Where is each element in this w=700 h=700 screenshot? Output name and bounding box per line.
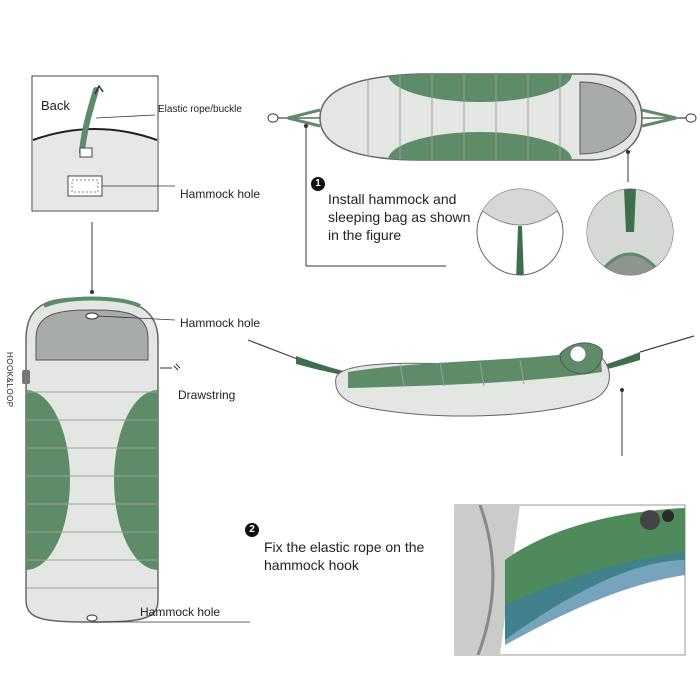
- step-1-line-2: sleeping bag as shown: [328, 209, 471, 225]
- drawstring-label: Drawstring: [178, 388, 236, 402]
- hammock-hole-foot: [86, 614, 98, 622]
- hammock-hole-label-mid: Hammock hole: [180, 316, 261, 330]
- step-1-line-3: in the figure: [328, 227, 402, 243]
- hammock-hole-patch: [67, 175, 103, 197]
- sleeping-bag-front-view: [22, 296, 250, 623]
- buckle: [79, 147, 93, 158]
- hood-opening-top: [579, 81, 637, 155]
- sleeper-head: [569, 345, 587, 363]
- hook-loop-label: HOOK&LOOP: [5, 352, 14, 408]
- step-1-badge: 1: [311, 177, 325, 191]
- hammock-hole-label-bottom: Hammock hole: [140, 605, 221, 619]
- elastic-rope-buckle-label: Elastic rope/buckle: [158, 104, 242, 115]
- step-1-line-1: Install hammock and: [328, 191, 457, 207]
- step-2-line-2: hammock hook: [264, 557, 359, 573]
- step-1-text: Install hammock and sleeping bag as show…: [328, 190, 470, 244]
- elastic-rope: [79, 87, 99, 155]
- sleeping-bag-top-view: [267, 73, 697, 267]
- step-2-text: Fix the elastic rope on the hammock hook: [264, 538, 424, 574]
- back-detail-panel: [31, 75, 175, 294]
- step-2-badge: 2: [245, 523, 259, 537]
- hammock-hole-hood: [85, 312, 99, 320]
- back-label: Back: [41, 98, 70, 113]
- detail-circle-2: [586, 188, 674, 276]
- hook-loop-tab: [22, 370, 30, 384]
- photo-inset: [454, 504, 686, 656]
- hood-top-band: [43, 296, 141, 308]
- detail-circle-1: [476, 188, 564, 276]
- step-2-line-1: Fix the elastic rope on the: [264, 539, 425, 555]
- hood-opening: [35, 309, 149, 361]
- hammock-hole-label-top: Hammock hole: [180, 187, 261, 201]
- hammock-with-bag: [247, 335, 695, 456]
